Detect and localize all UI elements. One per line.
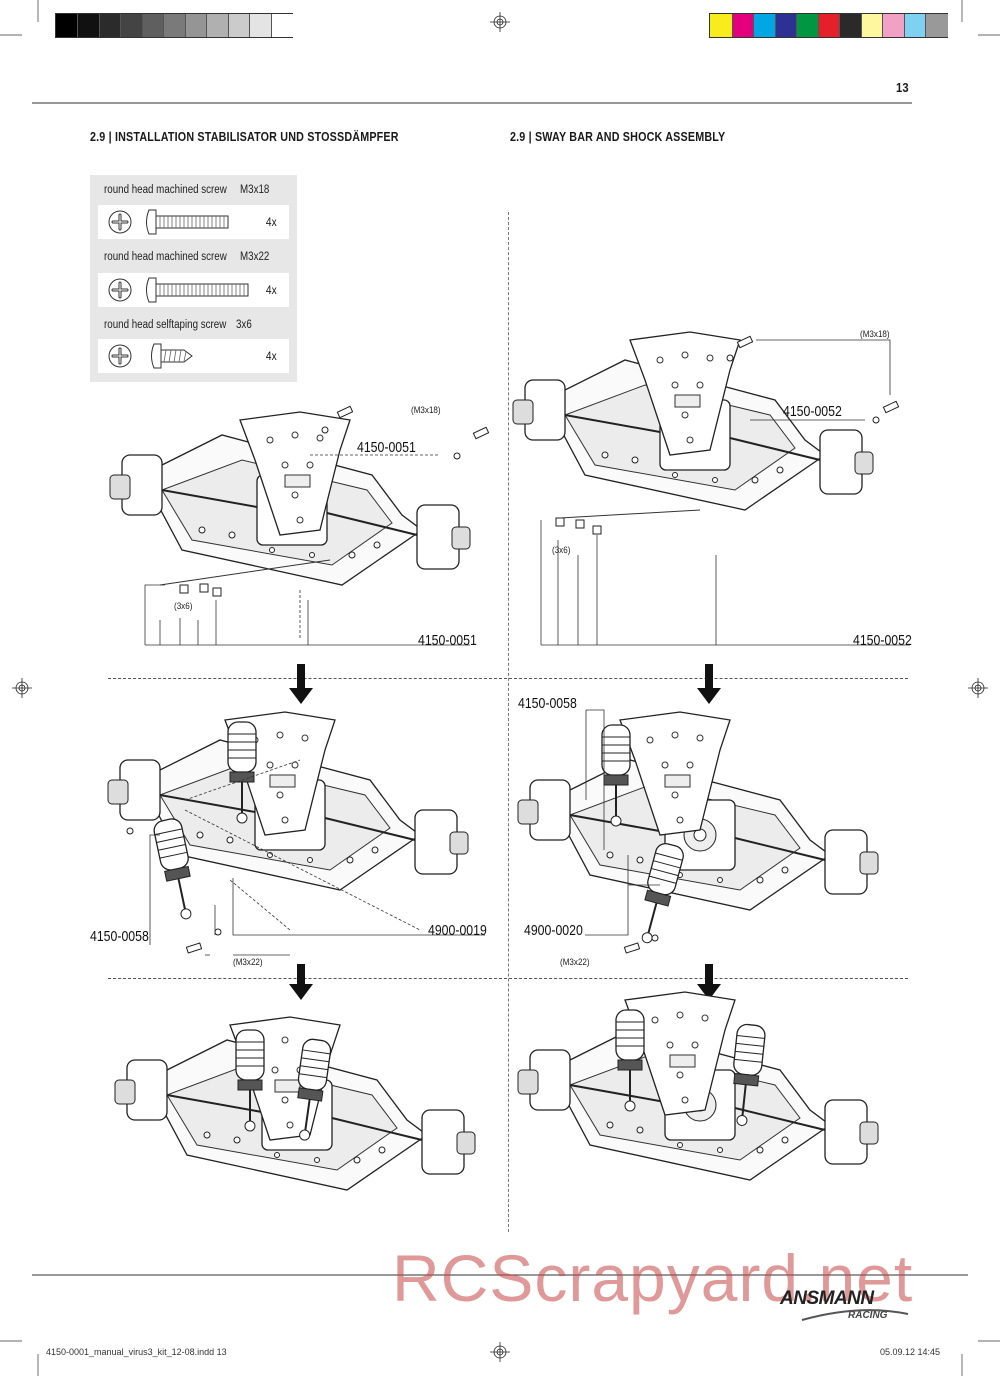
page-number: 13 (896, 80, 909, 95)
column-divider (508, 212, 509, 1232)
right-step2-part-shock: 4150-0058 (518, 695, 577, 712)
color-swatch (839, 14, 863, 37)
screw-3-size: 3x6 (236, 319, 252, 331)
brand-logo: ANSMANN RACING (780, 1288, 920, 1328)
heading-english: 2.9 | SWAY BAR AND SHOCK ASSEMBLY (510, 130, 726, 144)
color-swatch (206, 14, 230, 37)
color-swatch (796, 14, 820, 37)
right-step1-callout-m3x18: (M3x18) (860, 329, 890, 340)
left-step2-part-shock: 4150-0058 (90, 928, 149, 945)
screw-3x6-icon (108, 343, 193, 369)
color-swatch (98, 14, 122, 37)
screw-2-row: 4x (98, 273, 289, 307)
heading-german: 2.9 | INSTALLATION STABILISATOR UND STOS… (90, 130, 399, 144)
color-swatch (184, 14, 208, 37)
screw-legend: round head machined screw M3x18 4x round… (90, 175, 297, 382)
screw-1-row: 4x (98, 205, 289, 239)
left-step2-callout-m3x22: (M3x22) (233, 957, 263, 968)
screw-m3x18-icon (108, 209, 229, 235)
color-swatch (56, 14, 78, 37)
left-step1-callout-3x6: (3x6) (174, 601, 193, 612)
color-swatch (860, 14, 884, 37)
step-divider-2 (108, 978, 908, 979)
screw-3-qty: 4x (266, 349, 277, 363)
color-swatch (731, 14, 755, 37)
screw-2-size: M3x22 (240, 251, 270, 263)
right-step2-part-link: 4900-0020 (524, 922, 583, 939)
screw-1-name: round head machined screw (104, 184, 227, 196)
arrow-down-icon (697, 664, 721, 704)
color-swatch (903, 14, 927, 37)
color-swatch (817, 14, 841, 37)
right-step2-callout-m3x22: (M3x22) (560, 957, 590, 968)
color-swatch (774, 14, 798, 37)
screw-3-name: round head selftaping screw (104, 319, 227, 331)
color-swatch (120, 14, 144, 37)
color-swatch (141, 14, 165, 37)
footer-date: 05.09.12 14:45 (880, 1347, 941, 1357)
color-swatch (227, 14, 251, 37)
color-swatch (270, 14, 294, 37)
screw-2-name: round head machined screw (104, 251, 227, 263)
color-swatch (882, 14, 906, 37)
color-swatch (710, 14, 733, 37)
left-step1-part-bottom: 4150-0051 (418, 632, 477, 649)
screw-m3x22-icon (108, 277, 249, 303)
color-swatch (753, 14, 777, 37)
arrow-down-icon (289, 964, 313, 1000)
gray-scale-bar (55, 13, 294, 38)
brand-name: ANSMANN (780, 1288, 874, 1309)
arrow-down-icon (697, 964, 721, 1000)
right-step1-part-top: 4150-0052 (783, 403, 842, 420)
screw-1-size: M3x18 (240, 184, 270, 196)
color-swatch (77, 14, 101, 37)
right-step1-part-bottom: 4150-0052 (853, 632, 912, 649)
color-swatch (163, 14, 187, 37)
step-divider-1 (108, 678, 908, 679)
right-step1-callout-3x6: (3x6) (552, 545, 571, 556)
left-step2-part-link: 4900-0019 (428, 922, 487, 939)
screw-1-qty: 4x (266, 215, 277, 229)
color-bar (709, 13, 949, 38)
watermark: RCScrapyard.net (392, 1241, 914, 1315)
footer-filename: 4150-0001_manual_virus3_kit_12-08.indd 1… (46, 1347, 227, 1357)
screw-3-row: 4x (98, 339, 289, 373)
brand-subtitle: RACING (848, 1310, 888, 1321)
left-step1-callout-m3x18: (M3x18) (411, 405, 441, 416)
arrow-down-icon (289, 664, 313, 704)
logo-swoosh-icon (801, 1309, 909, 1321)
screw-2-qty: 4x (266, 283, 277, 297)
color-swatch (925, 14, 949, 37)
left-step1-part-top: 4150-0051 (357, 439, 416, 456)
color-swatch (249, 14, 273, 37)
